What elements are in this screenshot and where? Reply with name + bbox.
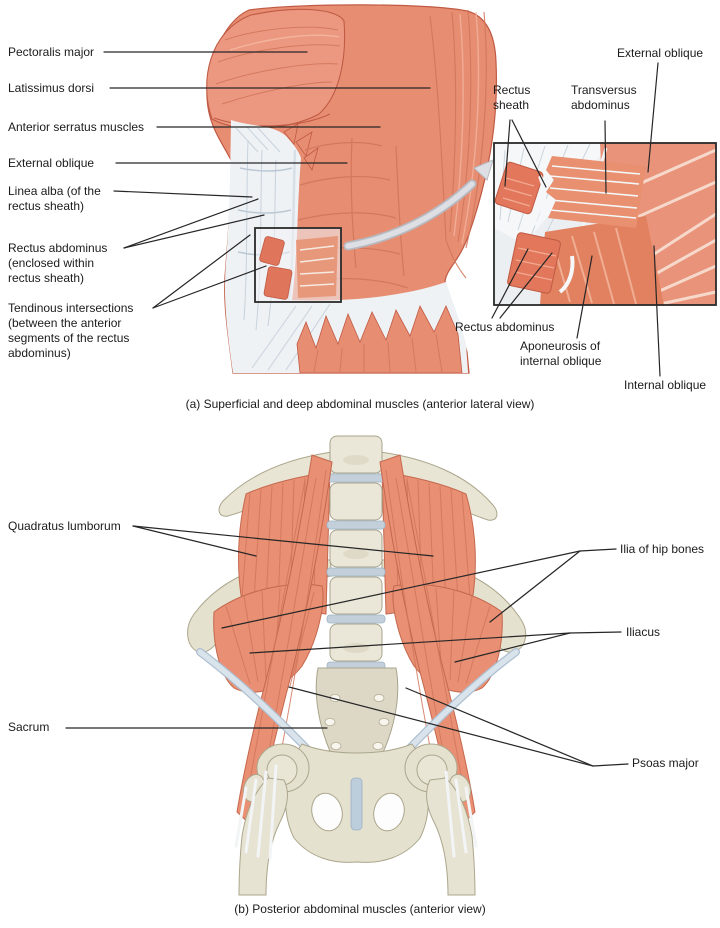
label-pectoralis-major: Pectoralis major [8, 45, 95, 59]
caption-panel-a: (a) Superficial and deep abdominal muscl… [185, 397, 535, 411]
label-sacrum: Sacrum [8, 720, 50, 734]
label-inset-external-oblique: External oblique [617, 46, 704, 60]
label-ilia-of-hip-bones: Ilia of hip bones [620, 542, 705, 556]
label-linea-alba: Linea alba (of the rectus sheath) [8, 184, 101, 213]
label-anterior-serratus: Anterior serratus muscles [8, 120, 145, 134]
label-iliacus: Iliacus [626, 625, 661, 639]
label-inset-rectus-abdominus: Rectus abdominus [455, 320, 555, 334]
label-rectus-abdominus: Rectus abdominus (enclosed within rectus… [8, 241, 108, 285]
label-inset-aponeurosis: Aponeurosis of internal oblique [520, 339, 602, 368]
torso-illustration [206, 4, 498, 374]
label-latissimus-dorsi: Latissimus dorsi [8, 81, 95, 95]
label-psoas-major: Psoas major [632, 756, 699, 770]
label-tendinous-intersections: Tendinous intersections (between the ant… [8, 301, 134, 360]
leader-lines [65, 51, 661, 767]
label-external-oblique: External oblique [8, 156, 95, 170]
inset-panel [493, 142, 717, 306]
magnified-region-box [254, 227, 342, 303]
pelvis-illustration [187, 435, 527, 896]
lumbar-spine [326, 435, 386, 671]
caption-panel-b: (b) Posterior abdominal muscles (anterio… [234, 902, 486, 916]
label-inset-rectus-sheath: Rectus sheath [493, 83, 531, 112]
label-inset-transversus-abdominus: Transversus abdominus [571, 83, 637, 112]
label-inset-internal-oblique: Internal oblique [624, 378, 707, 392]
zoom-arrow-icon [343, 159, 494, 251]
label-quadratus-lumborum: Quadratus lumborum [8, 519, 121, 533]
